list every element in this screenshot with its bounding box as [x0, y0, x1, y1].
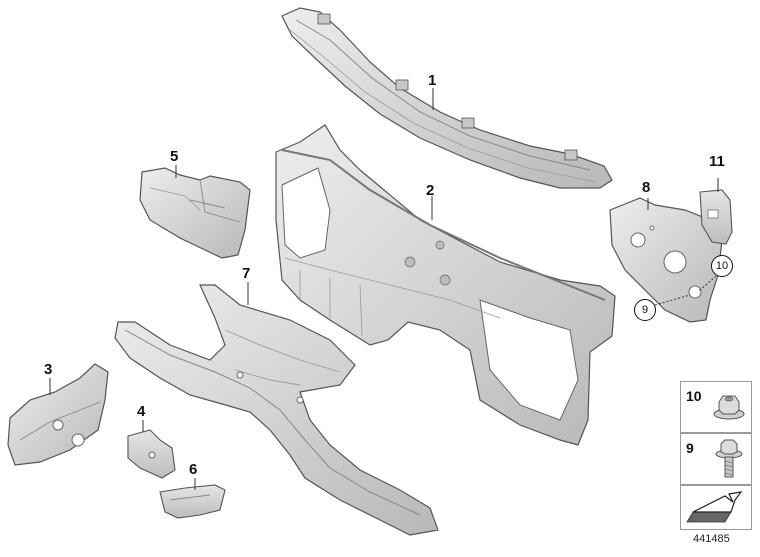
circled-callout-10: 10: [711, 255, 733, 277]
callout-1: 1: [428, 72, 437, 89]
legend-label: 9: [686, 440, 694, 456]
part-1-cowl-panel: [281, 7, 613, 189]
callout-4: 4: [137, 403, 146, 420]
legend-item-nut: 10: [680, 381, 752, 433]
part-2-bulkhead: [275, 124, 616, 446]
part-3-bracket: [7, 363, 109, 466]
flange-nut-icon: [713, 395, 745, 420]
reference-number: 441485: [693, 533, 730, 545]
legend-label: 10: [686, 388, 702, 404]
callout-5: 5: [170, 148, 179, 165]
callout-2: 2: [426, 182, 435, 199]
flange-bolt-icon: [715, 439, 743, 478]
part-8-side-panel: [609, 197, 723, 323]
part-6-bracket: [159, 478, 226, 519]
callout-11: 11: [709, 153, 725, 170]
part-11-clip: [699, 178, 733, 245]
legend-item-floor: [680, 485, 752, 530]
callout-6: 6: [189, 461, 198, 478]
legend-item-bolt: 9: [680, 433, 752, 485]
callout-3: 3: [44, 361, 53, 378]
part-4-bracket: [127, 420, 176, 479]
floor-arrow-icon: [686, 491, 743, 523]
callout-7: 7: [242, 265, 251, 282]
part-7-floor-tunnel: [114, 282, 439, 536]
part-5-reinforcement: [139, 165, 251, 259]
callout-8: 8: [642, 179, 651, 196]
circled-callout-9: 9: [634, 299, 656, 321]
